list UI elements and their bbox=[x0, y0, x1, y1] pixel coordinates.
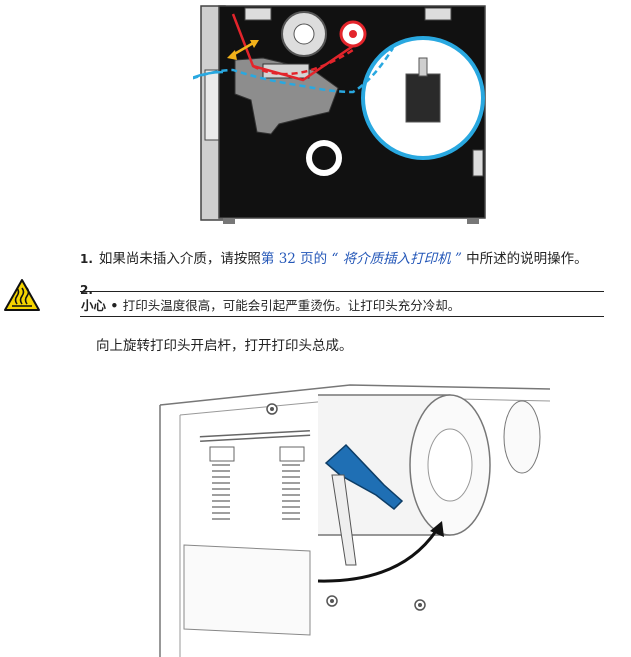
printer-media-path-figure bbox=[193, 5, 486, 224]
caution-divider-top bbox=[80, 291, 604, 292]
step-number: 1. bbox=[80, 252, 93, 266]
step-text: 如果尚未插入介质，请按照 bbox=[98, 251, 261, 267]
page-reference-link[interactable]: 第 32 页的 bbox=[260, 251, 332, 267]
step-2: 2. bbox=[80, 279, 99, 298]
caution-text: 打印头温度很高，可能会引起严重烫伤。让打印头充分冷却。 bbox=[122, 298, 461, 313]
step-text-tail: 中所述的说明操作。 bbox=[461, 251, 588, 267]
step-2-instruction: 向上旋转打印头开启杆，打开打印头总成。 bbox=[96, 338, 353, 354]
section-reference-link[interactable]: “ 将介质插入打印机 ” bbox=[331, 251, 462, 267]
printhead-lever-figure bbox=[159, 384, 550, 657]
step-1: 1. 如果尚未插入介质，请按照第 32 页的 “ 将介质插入打印机 ” 中所述的说… bbox=[80, 247, 588, 267]
hot-surface-icon bbox=[4, 279, 40, 311]
step-number: 2. bbox=[80, 283, 93, 297]
caution-label: 小心 • bbox=[81, 298, 123, 313]
caution-divider-bottom bbox=[80, 316, 604, 317]
caution-note: 小心 • 打印头温度很高，可能会引起严重烫伤。让打印头充分冷却。 bbox=[81, 295, 460, 314]
